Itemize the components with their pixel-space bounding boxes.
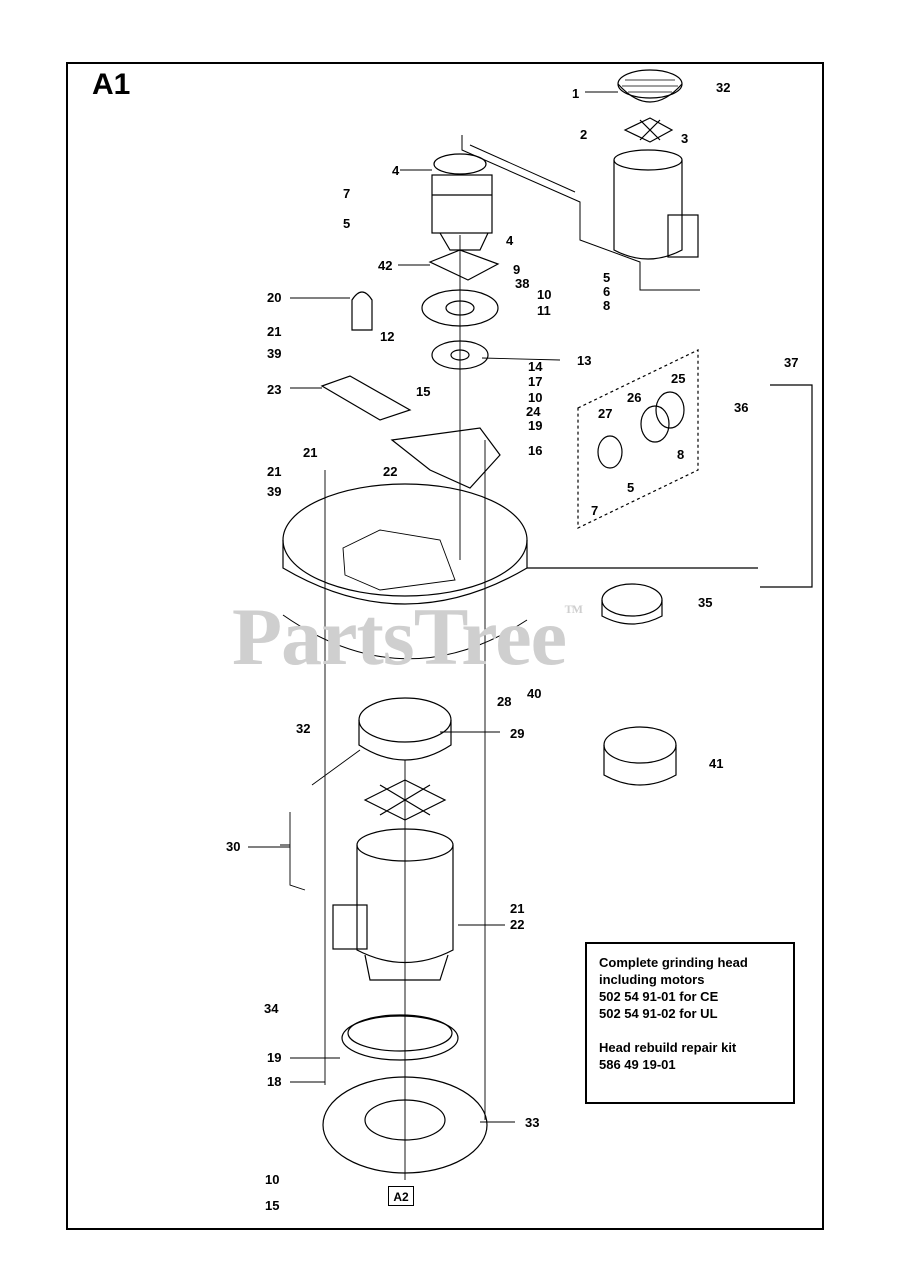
callout-24: 24 bbox=[526, 404, 541, 419]
lower-fan-cover bbox=[358, 697, 452, 761]
callout-9: 9 bbox=[513, 262, 521, 277]
cover-plate-16 bbox=[390, 427, 501, 489]
guide-lines bbox=[280, 235, 486, 1180]
hose-assembly-box bbox=[577, 349, 699, 529]
motor-wire-2 bbox=[469, 144, 576, 193]
callout-33: 33 bbox=[525, 1115, 540, 1130]
callout-20: 20 bbox=[267, 290, 282, 305]
callout-23: 23 bbox=[267, 382, 282, 397]
info-line: Complete grinding head bbox=[599, 955, 748, 970]
callout-18: 18 bbox=[267, 1074, 282, 1089]
callout-5: 5 bbox=[627, 480, 635, 495]
callout-11: 11 bbox=[537, 303, 551, 318]
callout-32: 32 bbox=[716, 80, 731, 95]
reference-box-a2[interactable]: A2 bbox=[388, 1186, 414, 1206]
bracket-23 bbox=[320, 375, 412, 421]
callout-12: 12 bbox=[380, 329, 395, 344]
callout-6: 6 bbox=[603, 284, 611, 299]
callout-40: 40 bbox=[527, 686, 542, 701]
seal-ring-34 bbox=[341, 1014, 459, 1061]
callout-41: 41 bbox=[709, 756, 724, 771]
housing-ring bbox=[282, 483, 528, 660]
callout-4: 4 bbox=[392, 163, 400, 178]
callout-22: 22 bbox=[383, 464, 398, 479]
callout-10: 10 bbox=[265, 1172, 280, 1187]
upper-fan bbox=[623, 117, 674, 143]
upper-motor bbox=[613, 149, 699, 260]
callout-8: 8 bbox=[677, 447, 685, 462]
callout-37: 37 bbox=[784, 355, 799, 370]
callout-27: 27 bbox=[598, 406, 613, 421]
callout-7: 7 bbox=[343, 186, 351, 201]
callout-29: 29 bbox=[510, 726, 525, 741]
callout-30: 30 bbox=[226, 839, 241, 854]
callout-26: 26 bbox=[627, 390, 642, 405]
bracket-20 bbox=[351, 291, 373, 331]
callout-39: 39 bbox=[267, 346, 282, 361]
callout-3: 3 bbox=[681, 131, 689, 146]
info-line: 586 49 19-01 bbox=[599, 1057, 676, 1072]
callout-14: 14 bbox=[528, 359, 543, 374]
callout-21: 21 bbox=[510, 901, 525, 916]
callout-42: 42 bbox=[378, 258, 393, 273]
brush-41 bbox=[603, 726, 677, 786]
motor-wire bbox=[461, 135, 700, 291]
callout-22: 22 bbox=[510, 917, 525, 932]
flange-27 bbox=[597, 435, 623, 469]
section-label: A1 bbox=[92, 68, 131, 101]
callout-21: 21 bbox=[267, 324, 282, 339]
callout-10: 10 bbox=[537, 287, 552, 302]
callout-17: 17 bbox=[528, 374, 543, 389]
brush-35 bbox=[601, 583, 663, 625]
bracket-37 bbox=[760, 384, 813, 588]
callout-5: 5 bbox=[603, 270, 611, 285]
leader-lines bbox=[248, 91, 618, 1123]
info-line: 502 54 91-01 for CE bbox=[599, 989, 719, 1004]
kit-info-box: Complete grinding head including motors … bbox=[585, 942, 795, 1104]
callout-1: 1 bbox=[572, 86, 580, 101]
lower-motor bbox=[332, 828, 454, 981]
diagram-frame bbox=[66, 62, 824, 1230]
callout-7: 7 bbox=[591, 503, 599, 518]
upper-fan-cover bbox=[617, 69, 683, 103]
callout-10: 10 bbox=[528, 390, 543, 405]
coupling-25 bbox=[640, 391, 685, 443]
callout-34: 34 bbox=[264, 1001, 279, 1016]
callout-35: 35 bbox=[698, 595, 713, 610]
callout-15: 15 bbox=[265, 1198, 280, 1213]
callout-25: 25 bbox=[671, 371, 686, 386]
info-line: Head rebuild repair kit bbox=[599, 1040, 737, 1055]
callout-15: 15 bbox=[416, 384, 431, 399]
callout-32: 32 bbox=[296, 721, 311, 736]
mounting-plate bbox=[428, 249, 500, 281]
info-line: including motors bbox=[599, 972, 705, 987]
callout-5: 5 bbox=[343, 216, 351, 231]
callout-13: 13 bbox=[577, 353, 592, 368]
callout-28: 28 bbox=[497, 694, 512, 709]
callout-19: 19 bbox=[528, 418, 543, 433]
callout-36: 36 bbox=[734, 400, 749, 415]
callout-2: 2 bbox=[580, 127, 588, 142]
callout-4: 4 bbox=[506, 233, 514, 248]
callout-16: 16 bbox=[528, 443, 543, 458]
callout-19: 19 bbox=[267, 1050, 282, 1065]
callout-38: 38 bbox=[515, 276, 530, 291]
callout-21: 21 bbox=[267, 464, 282, 479]
callout-21: 21 bbox=[303, 445, 318, 460]
info-line: 502 54 91-02 for UL bbox=[599, 1006, 718, 1021]
callout-39: 39 bbox=[267, 484, 282, 499]
gearbox bbox=[431, 153, 493, 251]
callout-8: 8 bbox=[603, 298, 611, 313]
